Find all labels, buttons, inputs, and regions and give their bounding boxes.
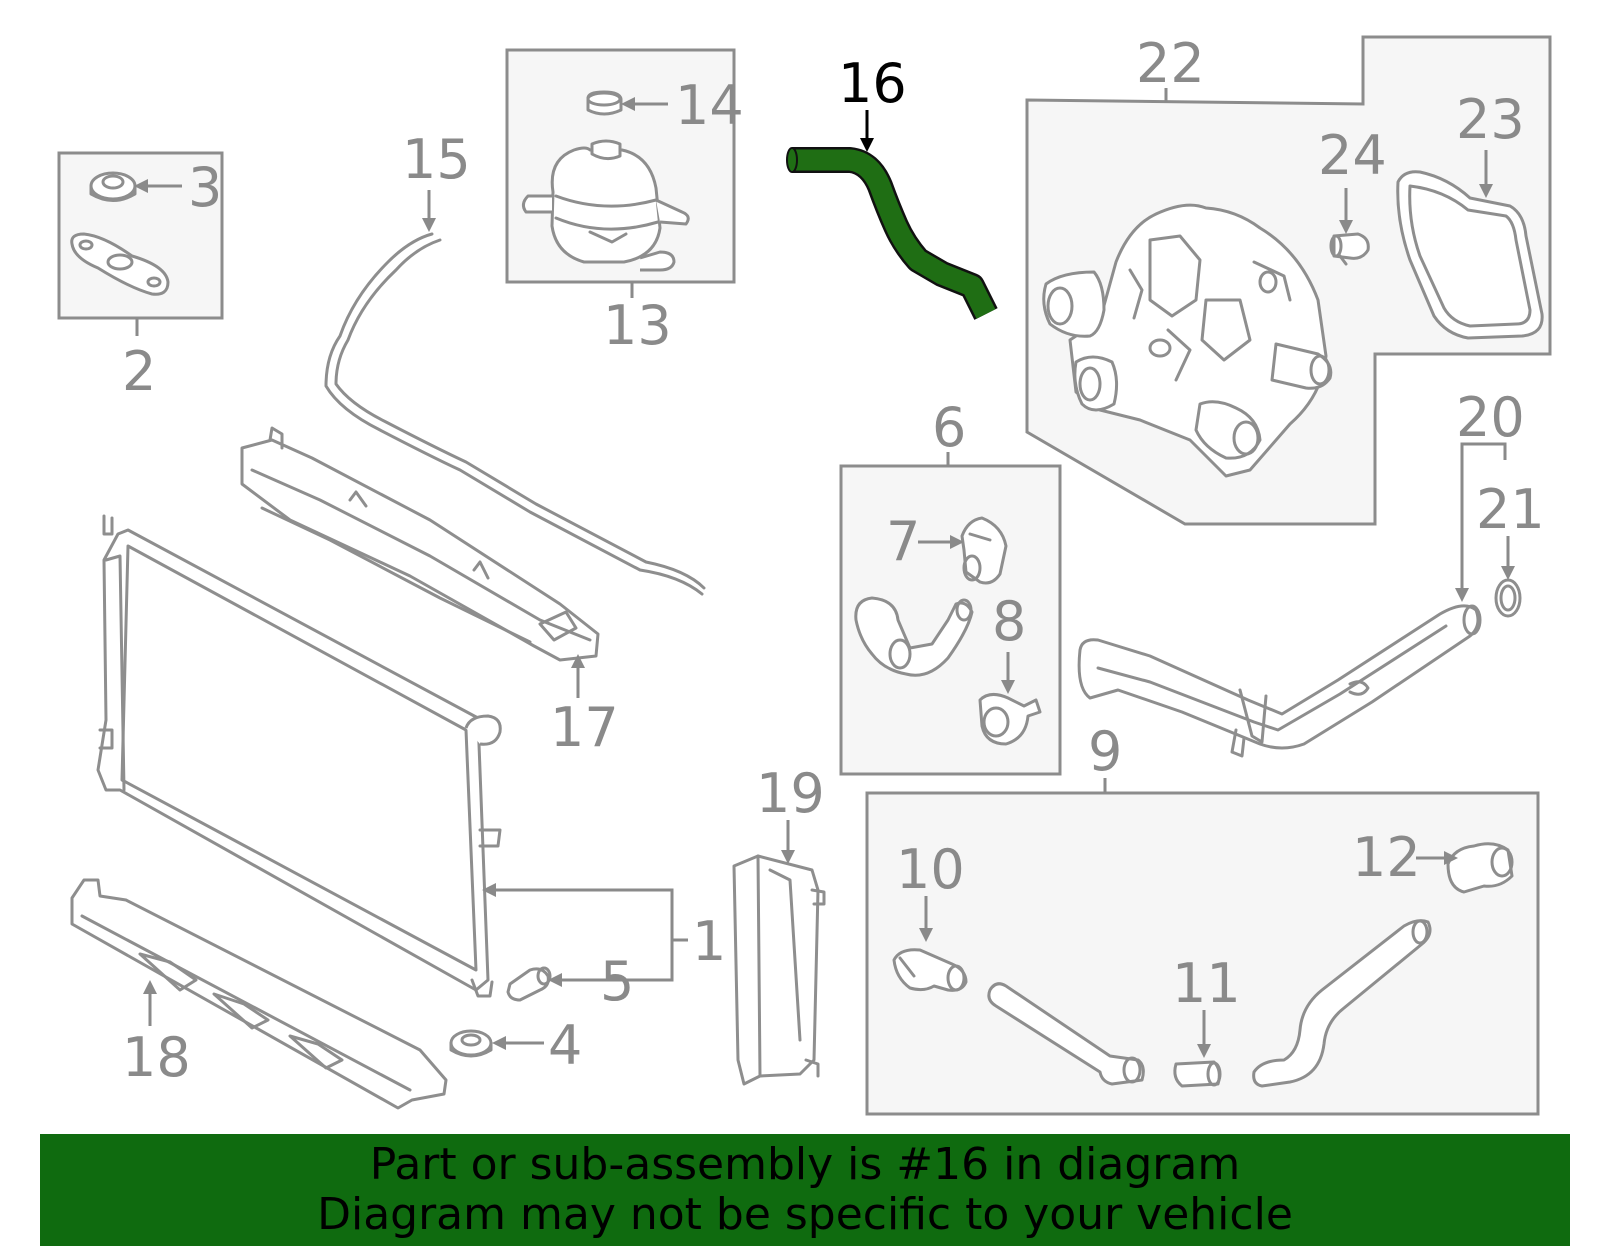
part-13-reservoir [521,139,690,272]
callout-15: 15 [402,128,471,191]
callout-21: 21 [1476,478,1545,541]
part-14-cap [586,90,623,116]
part-6-hose [854,596,974,677]
part-17-upper-shroud [240,426,600,662]
callout-18: 18 [122,1026,191,1089]
info-banner: Part or sub-assembly is #16 in diagram D… [40,1134,1570,1246]
part-8-clamp-fitting [978,693,1042,746]
part-1-radiator [96,514,502,998]
part-9-pipe [987,982,1145,1086]
part-20-water-pipe [1077,604,1482,758]
leader-lines [134,88,1515,1058]
part-4-grommet [449,1029,493,1058]
part-21-o-ring [1494,578,1522,618]
part-15-overflow-hose [324,232,706,596]
callout-14: 14 [675,74,744,137]
callout-16: 16 [838,52,907,115]
callout-22: 22 [1136,32,1205,95]
part-11-connector [1173,1060,1222,1088]
part-22-water-housing [1042,203,1333,478]
callout-20: 20 [1456,386,1525,449]
callout-4: 4 [548,1014,582,1077]
part-10-fitting [892,948,968,992]
callout-labels: 3 2 14 13 15 16 22 24 23 6 7 8 20 21 9 1… [122,32,1545,1089]
part-12-elbow [1446,842,1514,894]
part-18-lower-deflector [70,878,448,1110]
callout-17: 17 [550,696,619,759]
part-12-hose [1252,919,1432,1088]
callout-3: 3 [188,156,222,219]
callout-5: 5 [600,950,634,1013]
part-19-side-air-guide [732,854,826,1086]
part-7-hose-fitting [960,516,1008,585]
callout-19: 19 [756,762,825,825]
part-5-drain-plug [506,966,552,1002]
part-16-upper-hose [786,147,998,320]
callout-13: 13 [603,294,672,357]
banner-line-1: Part or sub-assembly is #16 in diagram [369,1139,1241,1190]
callout-24: 24 [1318,124,1387,187]
part-2-bracket [70,232,170,296]
part-23-gasket [1396,170,1544,340]
callout-11: 11 [1172,952,1241,1015]
banner-line-2: Diagram may not be specific to your vehi… [317,1189,1293,1240]
part-3-grommet [89,171,137,202]
callout-12: 12 [1352,826,1421,889]
callout-9: 9 [1088,720,1122,783]
callout-8: 8 [992,590,1026,653]
callout-2: 2 [122,340,156,403]
callout-6: 6 [932,396,966,459]
callout-7: 7 [886,510,920,573]
group-box-9 [865,791,1540,1116]
part-24-sensor [1329,232,1370,266]
callout-1: 1 [692,910,726,973]
callout-23: 23 [1456,88,1525,151]
callout-10: 10 [896,838,965,901]
